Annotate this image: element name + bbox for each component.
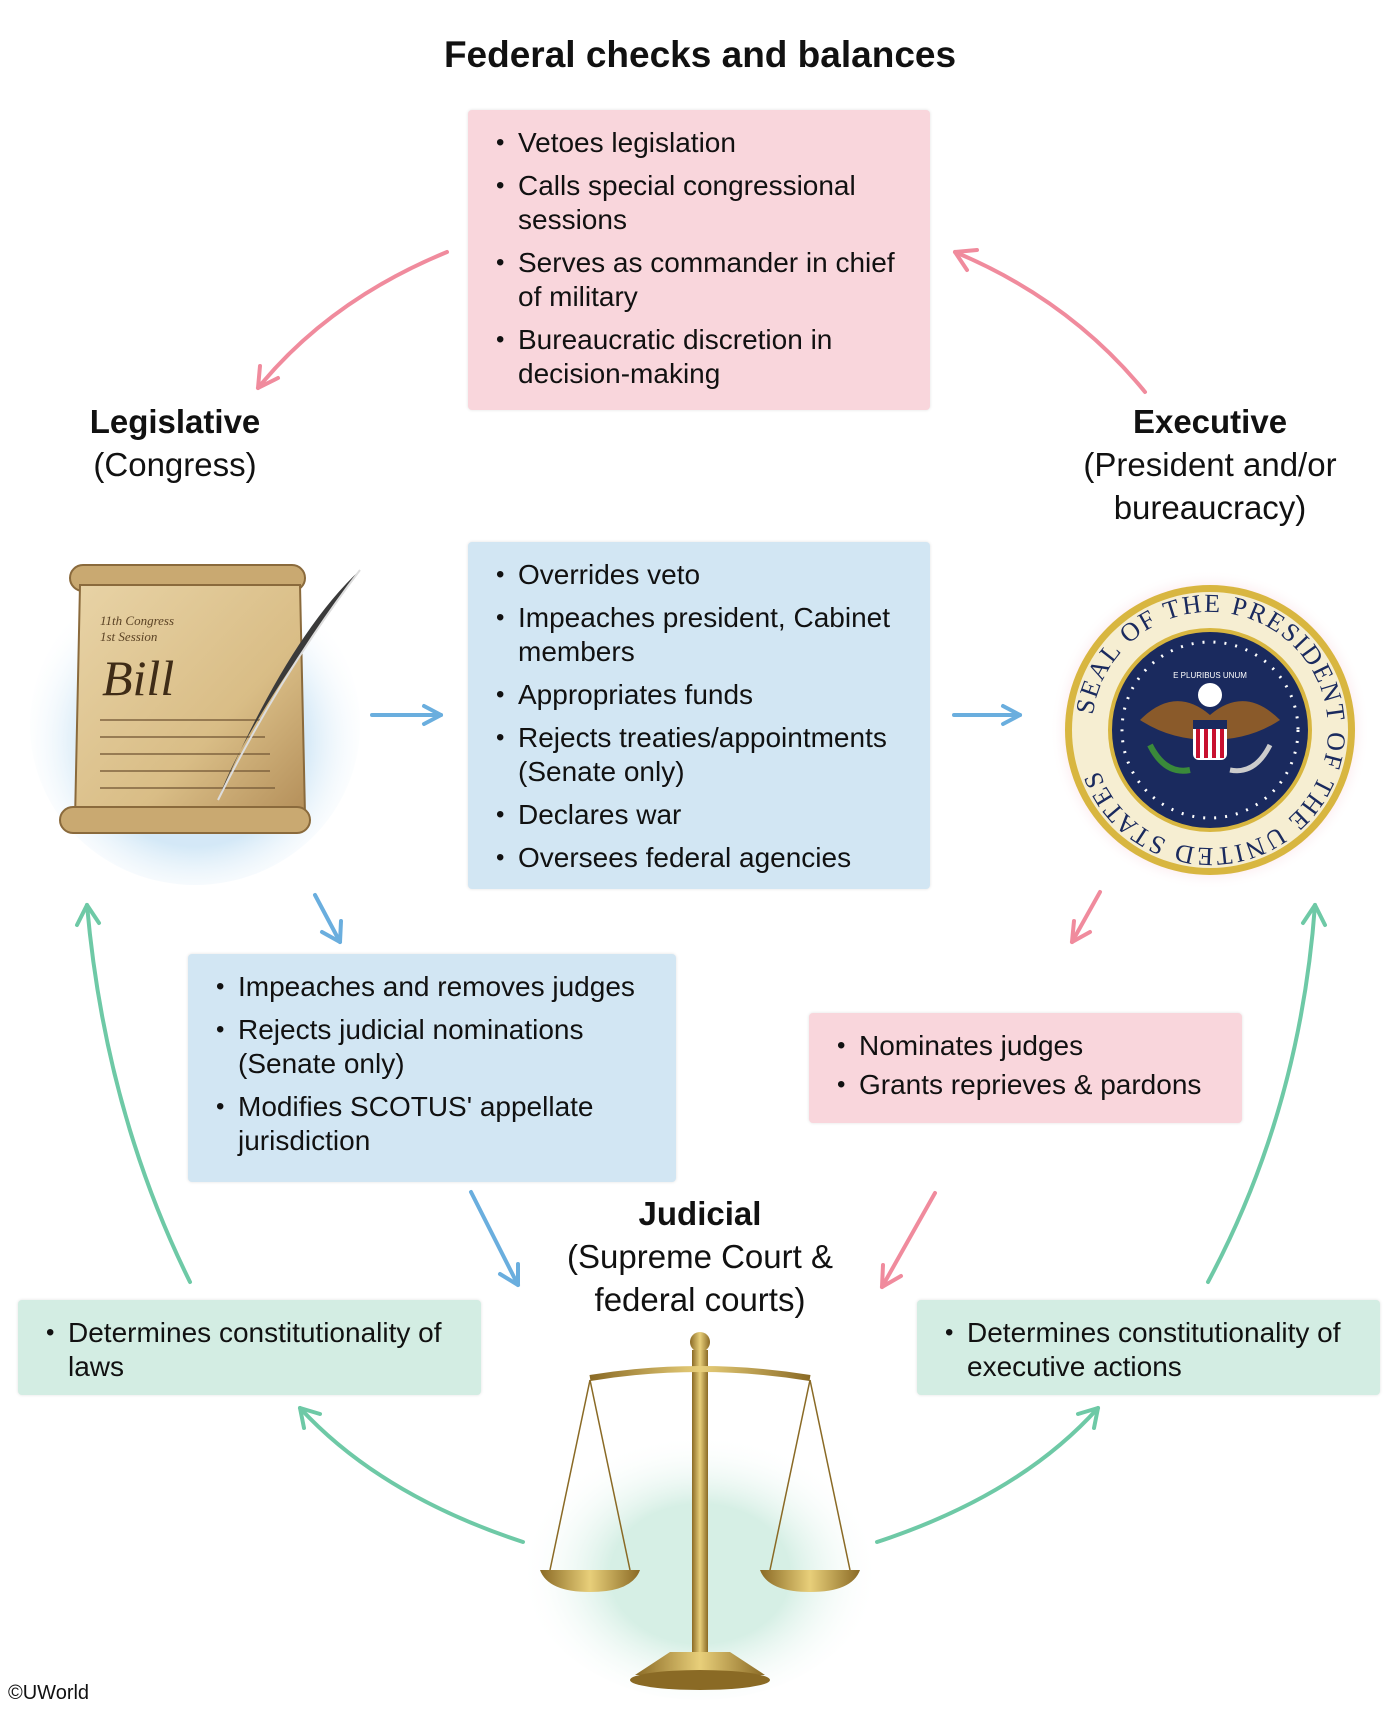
- copyright-text: ©UWorld: [8, 1682, 90, 1704]
- list-item: Rejects treaties/appointments (Senate on…: [484, 721, 914, 789]
- executive-label: Executive (President and/or bureaucracy): [1050, 400, 1370, 529]
- executive-checks-on-legislative-box: Vetoes legislation Calls special congres…: [468, 110, 930, 410]
- judicial-sub-2: federal courts): [594, 1281, 806, 1318]
- seal-motto: E PLURIBUS UNUM: [1173, 671, 1247, 680]
- legislative-checks-on-executive-box: Overrides veto Impeaches president, Cabi…: [468, 542, 930, 889]
- arrow-exec-box-to-executive: [1206, 903, 1327, 1284]
- list-item: Overrides veto: [484, 558, 914, 592]
- arrow-leg-box-to-legislative: [75, 903, 192, 1284]
- executive-name: Executive: [1132, 403, 1288, 440]
- list-item: Rejects judicial nominations (Senate onl…: [204, 1013, 660, 1081]
- executive-sub-2: bureaucracy): [1113, 489, 1307, 526]
- list-item: Bureaucratic discretion in decision-maki…: [484, 323, 914, 391]
- list-item: Modifies SCOTUS' appellate jurisdiction: [204, 1090, 660, 1158]
- bill-word: Bill: [102, 650, 174, 706]
- arrow-exec-to-leg-box: [256, 250, 449, 390]
- list-item: Vetoes legislation: [484, 126, 914, 160]
- arrow-exec-to-nominates-box: [1070, 890, 1102, 944]
- list-item: Declares war: [484, 798, 914, 832]
- judicial-checks-on-executive-box: Determines constitutionality of executiv…: [917, 1300, 1380, 1395]
- arrow-judicial-to-leg-box: [298, 1406, 525, 1544]
- legislative-sub: (Congress): [93, 446, 257, 483]
- list-item: Grants reprieves & pardons: [825, 1068, 1226, 1102]
- list-item: Oversees federal agencies: [484, 841, 914, 875]
- arrow-judicial-to-exec-box: [875, 1406, 1100, 1544]
- list-item: Determines constitutionality of laws: [34, 1316, 465, 1384]
- arrow-leg-to-blue-box: [370, 704, 443, 726]
- bill-scroll-illustration: 11th Congress 1st Session Bill: [30, 564, 361, 885]
- judicial-sub-1: (Supreme Court &: [567, 1238, 833, 1275]
- list-item: Serves as commander in chief of military: [484, 246, 914, 314]
- arrow-leg-to-judges-box: [313, 893, 343, 944]
- judicial-checks-on-legislative-box: Determines constitutionality of laws: [18, 1300, 481, 1395]
- legislative-label: Legislative (Congress): [40, 400, 310, 486]
- arrow-blue-box-to-exec: [952, 704, 1022, 726]
- list-item: Appropriates funds: [484, 678, 914, 712]
- judicial-label: Judicial (Supreme Court & federal courts…: [520, 1192, 880, 1321]
- arrow-judges-box-to-judicial: [469, 1190, 520, 1287]
- diagram-title: Federal checks and balances: [443, 34, 957, 75]
- list-item: Calls special congressional sessions: [484, 169, 914, 237]
- executive-checks-on-judicial-box: Nominates judges Grants reprieves & pard…: [809, 1013, 1242, 1123]
- judicial-name: Judicial: [638, 1195, 762, 1232]
- legislative-name: Legislative: [89, 403, 261, 440]
- arrow-nominates-to-judicial: [880, 1191, 937, 1289]
- list-item: Nominates judges: [825, 1029, 1226, 1063]
- legislative-checks-on-judicial-box: Impeaches and removes judges Rejects jud…: [188, 954, 676, 1182]
- bill-line-2: 1st Session: [100, 629, 157, 644]
- arrow-exec-to-top-box: [953, 248, 1147, 394]
- list-item: Impeaches president, Cabinet members: [484, 601, 914, 669]
- presidential-seal-illustration: SEAL OF THE PRESIDENT OF THE UNITED STAT…: [1050, 570, 1370, 890]
- list-item: Impeaches and removes judges: [204, 970, 660, 1004]
- list-item: Determines constitutionality of executiv…: [933, 1316, 1364, 1384]
- bill-line-1: 11th Congress: [100, 613, 174, 628]
- executive-sub-1: (President and/or: [1083, 446, 1337, 483]
- scales-of-justice-illustration: [520, 1332, 880, 1700]
